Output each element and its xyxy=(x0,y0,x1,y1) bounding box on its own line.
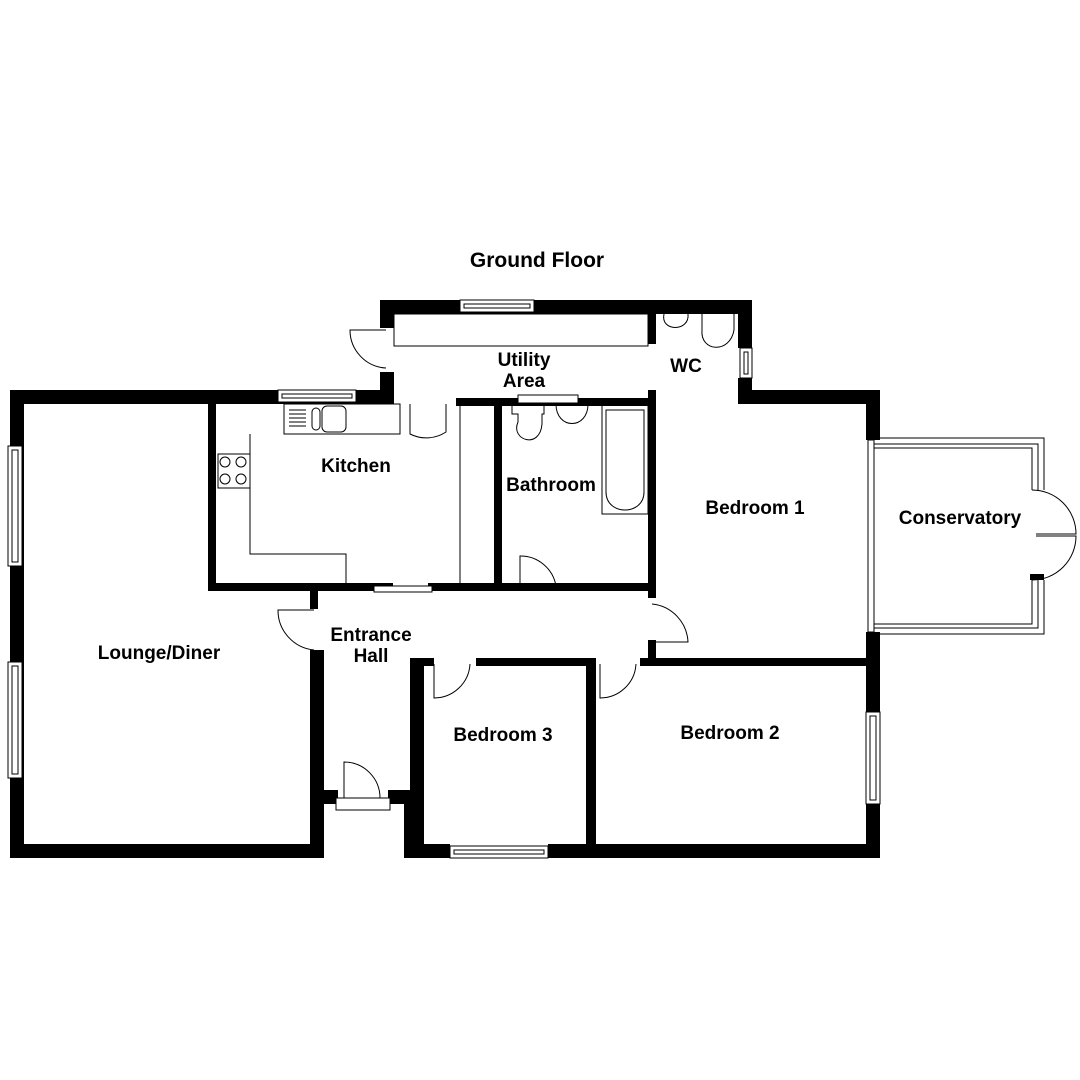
conservatory-frame xyxy=(867,437,1077,635)
room-label-hall: Entrance Hall xyxy=(330,625,411,667)
toilet-icon xyxy=(511,314,735,441)
room-label-utility-line1: Utility xyxy=(497,350,551,371)
fittings xyxy=(217,313,735,584)
room-label-utility-line2: Area xyxy=(502,371,546,392)
room-label-lounge: Lounge/Diner xyxy=(97,643,221,664)
sink-icon xyxy=(289,405,347,433)
basin-icon xyxy=(555,313,689,424)
room-label-wc: WC xyxy=(670,356,702,377)
walls xyxy=(10,300,880,858)
room-label-kitchen: Kitchen xyxy=(321,456,391,477)
floor-title: Ground Floor xyxy=(469,249,605,272)
room-label-hall-line2: Hall xyxy=(353,646,389,667)
room-label-bedroom2: Bedroom 2 xyxy=(680,723,780,744)
room-label-bathroom: Bathroom xyxy=(506,475,596,496)
room-label-utility: Utility Area xyxy=(498,350,551,392)
hob-icon xyxy=(219,456,247,485)
room-label-bedroom1: Bedroom 1 xyxy=(705,498,805,519)
bath-icon xyxy=(601,403,649,515)
windows xyxy=(7,299,881,859)
room-label-conservatory: Conservatory xyxy=(898,508,1022,529)
doors xyxy=(277,329,689,799)
room-label-hall-line1: Entrance xyxy=(330,625,412,646)
room-label-bedroom3: Bedroom 3 xyxy=(453,725,553,746)
